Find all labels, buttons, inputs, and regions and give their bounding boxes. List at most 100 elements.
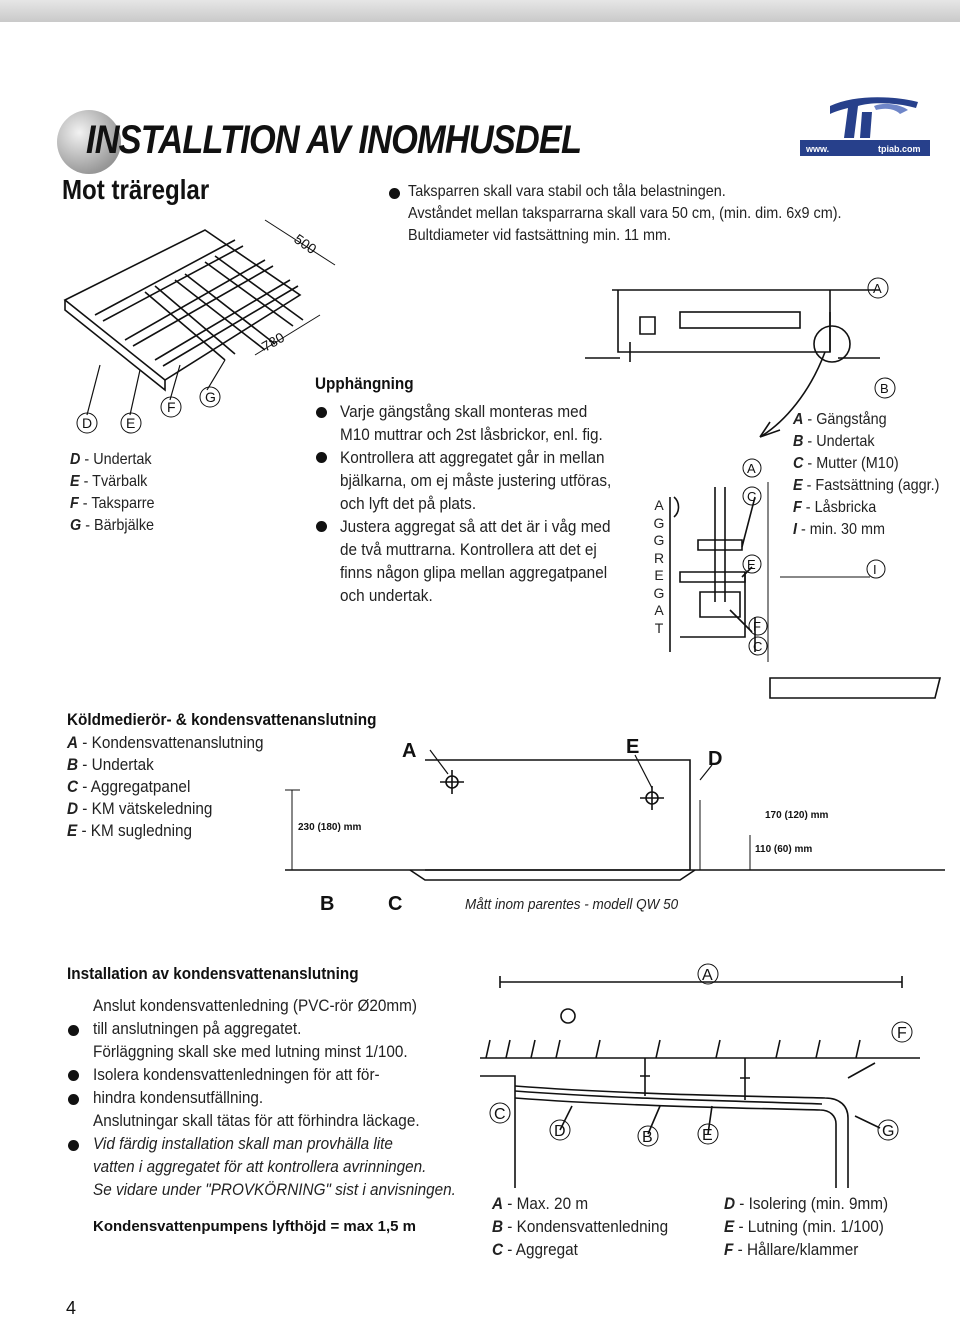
legend-key: E xyxy=(793,477,803,494)
hanging-line: Varje gängstång skall monteras med xyxy=(340,402,588,421)
cond-fig-label-d: D xyxy=(554,1123,566,1140)
legend-key: A xyxy=(67,733,79,752)
legend-key: G xyxy=(70,517,82,534)
hanging-line: och undertak. xyxy=(340,586,433,605)
legend-text: - KM sugledning xyxy=(77,821,193,840)
legend-text: - Gängstång xyxy=(803,411,887,428)
beam-label-g: G xyxy=(205,389,216,405)
bullet-icon xyxy=(316,407,327,418)
condensate-legend-item: D - Isolering (min. 9mm) xyxy=(724,1192,888,1215)
legend-text: - Mutter (M10) xyxy=(803,455,899,472)
beam-drawing: 500 780 D E F G xyxy=(63,219,336,434)
rod-drawing: A B A C E F C I xyxy=(585,277,896,682)
bullet-icon xyxy=(389,188,400,199)
rod-label-i: I xyxy=(873,562,877,577)
vertical-letter: E xyxy=(654,567,664,583)
cond-fig-label-b: B xyxy=(642,1129,653,1146)
legend-key: E xyxy=(724,1217,735,1236)
fig-label-b: B xyxy=(320,893,334,915)
condensate-line: Anslutningar skall tätas för att förhind… xyxy=(93,1111,420,1130)
condensate-italic-line: vatten i aggregatet för att kontrollera … xyxy=(93,1157,427,1176)
condensate-italic-line: Se vidare under "PROVKÖRNING" sist i anv… xyxy=(93,1180,456,1199)
legend-key: E xyxy=(67,821,78,840)
bullet-icon xyxy=(68,1094,79,1105)
legend-text: - Aggregatpanel xyxy=(78,777,191,796)
vertical-letter: G xyxy=(653,532,665,548)
rod-legend-item: I - min. 30 mm xyxy=(793,519,939,541)
hanging-line: Justera aggregat så att det är i våg med xyxy=(340,517,611,536)
legend-key: F xyxy=(70,495,79,512)
rod-legend-item: C - Mutter (M10) xyxy=(793,453,939,475)
cond-fig-label-g: G xyxy=(882,1123,894,1140)
dimension-right-2: 110 (60) mm xyxy=(755,844,812,855)
condensate-drawing: A F C D B E G xyxy=(480,963,920,1188)
refrigerant-legend-item: C - Aggregatpanel xyxy=(67,776,263,798)
cond-fig-label-f: F xyxy=(897,1025,907,1042)
legend-text: - Lutning (min. 1/100) xyxy=(734,1217,884,1236)
hanging-line: de två muttrarna. Kontrollera att det ej xyxy=(340,540,597,559)
vertical-letter: G xyxy=(653,584,665,601)
page-title: INSTALLTION AV INOMHUSDEL xyxy=(86,118,582,162)
hanging-line: Kontrollera att aggregatet går in mellan xyxy=(340,448,605,467)
vertical-letter: G xyxy=(653,514,665,531)
legend-text: - Låsbricka xyxy=(801,499,877,516)
legend-text: - Hållare/klammer xyxy=(733,1240,859,1259)
legend-key: C xyxy=(67,777,79,796)
condensate-legend-left: A - Max. 20 m B - Kondensvattenledning C… xyxy=(492,1192,668,1261)
legend-key: F xyxy=(724,1240,734,1259)
condensate-legend-right: D - Isolering (min. 9mm) E - Lutning (mi… xyxy=(724,1192,888,1261)
condensate-line: till anslutningen på aggregatet. xyxy=(93,1019,302,1038)
beam-legend: D - Undertak E - Tvärbalk F - Taksparre … xyxy=(70,449,155,537)
refrigerant-legend: A - Kondensvattenanslutning B - Undertak… xyxy=(67,732,263,842)
condensate-legend-item: F - Hållare/klammer xyxy=(724,1238,888,1261)
logo-www: www. xyxy=(805,144,829,154)
refrigerant-caption: Mått inom parentes - modell QW 50 xyxy=(465,896,679,913)
beam-figure: 500 780 D E F G xyxy=(55,200,355,440)
dimension-780: 780 xyxy=(259,329,287,355)
legend-key: D xyxy=(67,799,79,818)
legend-key: F xyxy=(793,499,802,516)
rod-legend-item: A - Gängstång xyxy=(793,409,939,431)
condensate-line: Förläggning skall ske med lutning minst … xyxy=(93,1042,408,1061)
hanging-line: M10 muttrar och 2st låsbrickor, enl. fig… xyxy=(340,425,603,444)
beam-label-e: E xyxy=(126,415,135,431)
bullet-icon xyxy=(68,1025,79,1036)
condensate-legend-item: C - Aggregat xyxy=(492,1238,668,1261)
beam-label-f: F xyxy=(167,399,176,415)
beam-legend-item: F - Taksparre xyxy=(70,493,155,515)
legend-key: D xyxy=(724,1194,736,1213)
logo-domain: tpiab.com xyxy=(878,144,921,154)
condensate-line: Anslut kondensvattenledning (PVC-rör Ø20… xyxy=(93,996,417,1015)
legend-text: - Aggregat xyxy=(503,1240,578,1259)
legend-text: - Tvärbalk xyxy=(79,473,148,490)
legend-text: - Taksparre xyxy=(78,495,155,512)
hanging-line: och lyft det på plats. xyxy=(340,494,477,513)
condensate-line: hindra kondensutfällning. xyxy=(93,1088,264,1107)
condensate-legend-item: E - Lutning (min. 1/100) xyxy=(724,1215,888,1238)
legend-key: C xyxy=(492,1240,504,1259)
legend-key: E xyxy=(70,473,80,490)
beam-legend-item: G - Bärbjälke xyxy=(70,515,155,537)
legend-key: A xyxy=(793,411,804,428)
condensate-italic-line: Vid färdig installation skall man provhä… xyxy=(93,1134,393,1153)
rod-label-f: F xyxy=(753,619,761,634)
condensate-figure: A F C D B E G xyxy=(480,958,920,1188)
company-logo: www. tpiab.com xyxy=(800,92,930,160)
support-line-2: Avståndet mellan taksparrarna skall vara… xyxy=(408,205,842,222)
rod-legend-item: E - Fastsättning (aggr.) xyxy=(793,475,939,497)
legend-text: - min. 30 mm xyxy=(797,521,886,538)
condensate-line: Isolera kondensvattenledningen för att f… xyxy=(93,1065,380,1084)
refrigerant-drawing: A E D B C 230 (180) mm 170 (120) mm 110 … xyxy=(285,677,945,915)
hanging-line: bjälkarna, om ej måste justering utföras… xyxy=(340,471,612,490)
rod-legend-item: F - Låsbricka xyxy=(793,497,939,519)
fig-label-e: E xyxy=(626,736,639,758)
legend-text: - Undertak xyxy=(78,755,154,774)
beam-legend-item: D - Undertak xyxy=(70,449,155,471)
pump-note: Kondensvattenpumpens lyfthöjd = max 1,5 … xyxy=(93,1218,416,1235)
legend-text: - Fastsättning (aggr.) xyxy=(802,477,940,494)
refrigerant-legend-item: A - Kondensvattenanslutning xyxy=(67,732,263,754)
legend-key: B xyxy=(67,755,79,774)
refrigerant-figure: A E D B C 230 (180) mm 170 (120) mm 110 … xyxy=(280,670,950,915)
top-bar xyxy=(0,0,960,22)
dimension-500: 500 xyxy=(291,231,319,258)
